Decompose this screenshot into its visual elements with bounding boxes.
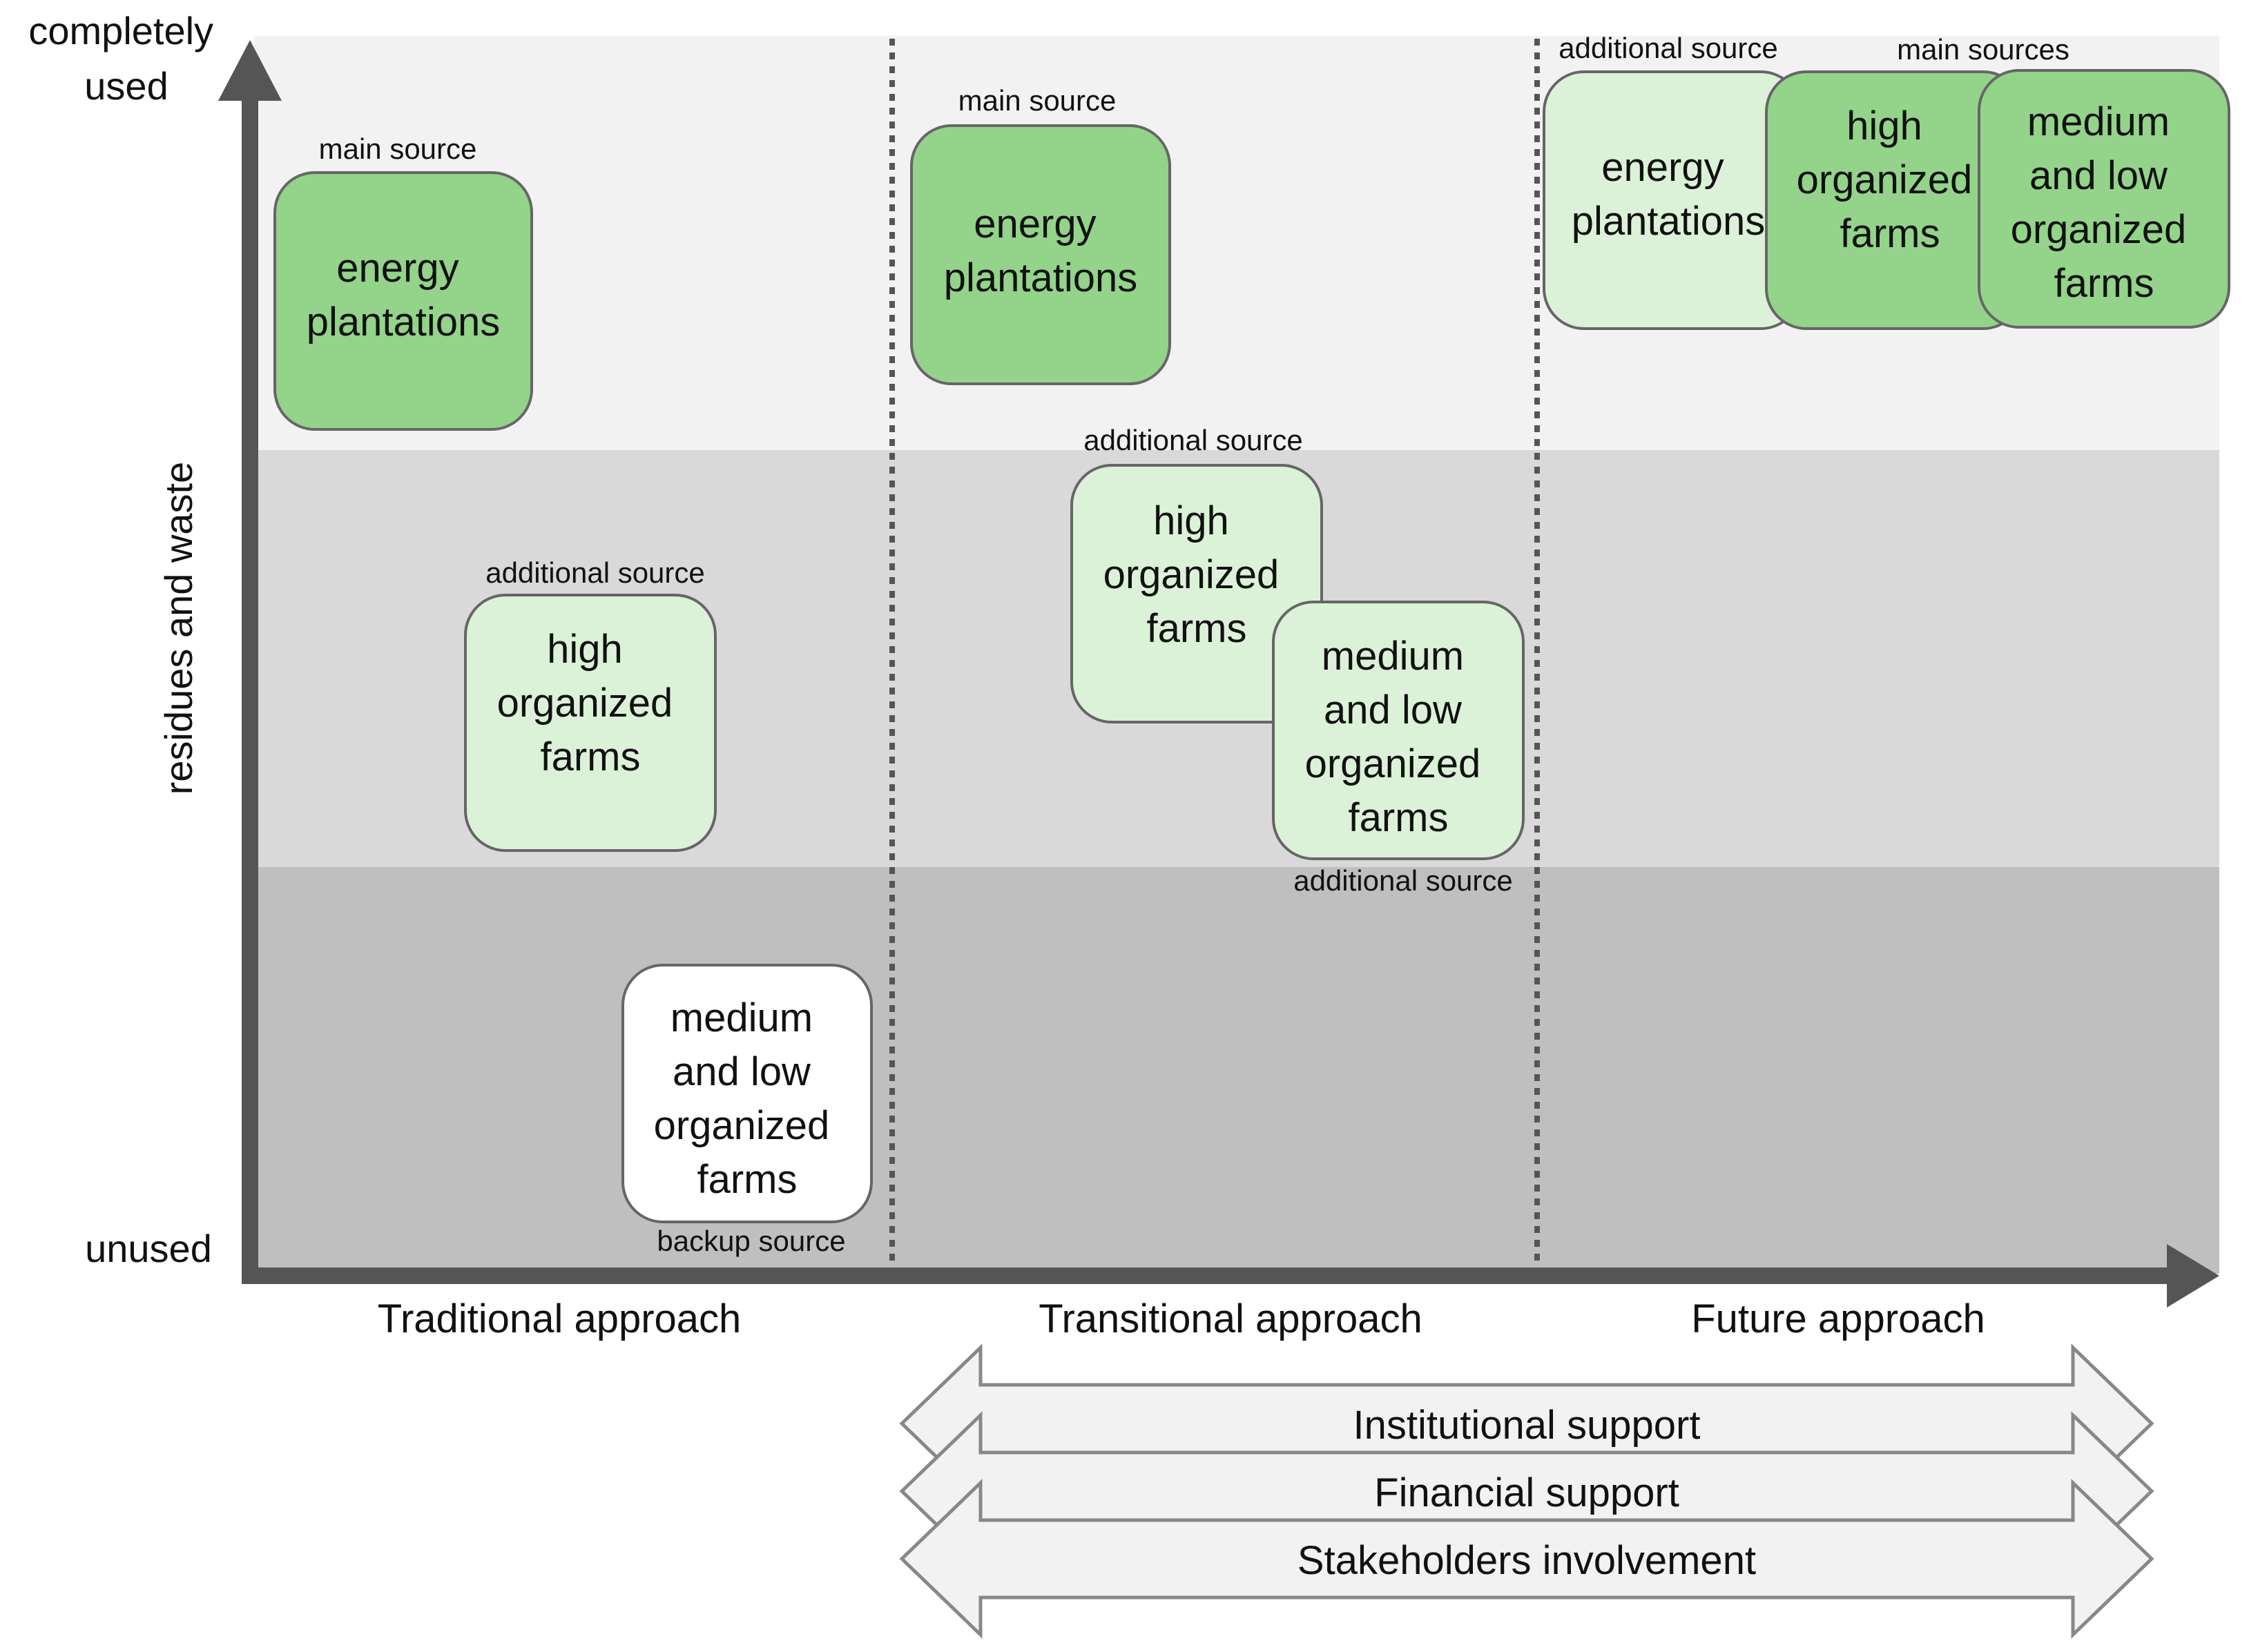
band-unused bbox=[254, 867, 2219, 1274]
future-main-sources-label: main sources bbox=[1897, 33, 2069, 66]
institutional-support-label: Institutional support bbox=[1353, 1403, 1701, 1448]
trad-medium-low-text: medium and low organized farms bbox=[654, 995, 841, 1202]
trad-high-source-label: additional source bbox=[485, 556, 705, 589]
trad-medium-low-box bbox=[621, 964, 873, 1223]
trans-energy-plantations-box bbox=[910, 124, 1171, 385]
trans-medium-low-text: medium and low organized farms bbox=[1305, 634, 1492, 840]
y-axis-arrow-head bbox=[218, 40, 282, 101]
x-axis-arrow-head bbox=[2167, 1244, 2219, 1308]
trans-energy-source-label: main source bbox=[958, 84, 1117, 117]
y-axis-bottom-label: unused bbox=[85, 1227, 212, 1270]
future-medium-low-box bbox=[1978, 69, 2230, 329]
x-axis-line bbox=[242, 1267, 2172, 1284]
future-medium-low-text: medium and low organized farms bbox=[2011, 99, 2198, 306]
trans-energy-plantations-text: energy plantations bbox=[944, 202, 1138, 300]
trad-energy-plantations-text: energy plantations bbox=[307, 246, 501, 344]
trans-medium-low-box bbox=[1272, 601, 1525, 860]
future-energy-plantations-text: energy plantations bbox=[1572, 145, 1766, 244]
y-axis-top-label: completely used bbox=[28, 9, 224, 108]
future-energy-source-label: additional source bbox=[1559, 32, 1778, 64]
financial-support-label: Financial support bbox=[1374, 1470, 1679, 1515]
trad-medium-source-label: backup source bbox=[657, 1225, 845, 1257]
y-axis-line bbox=[242, 90, 258, 1284]
approach-label-traditional: Traditional approach bbox=[378, 1296, 742, 1341]
trans-high-source-label: additional source bbox=[1083, 424, 1303, 456]
trans-high-organized-text: high organized farms bbox=[1103, 498, 1291, 651]
trans-medium-source-label: additional source bbox=[1293, 864, 1513, 897]
approach-label-transitional: Transitional approach bbox=[1039, 1296, 1422, 1341]
trad-energy-plantations-box bbox=[273, 171, 533, 431]
stakeholders-involvement-label: Stakeholders involvement bbox=[1297, 1538, 1756, 1583]
y-axis-title: residues and waste bbox=[157, 462, 200, 795]
stakeholders-involvement-arrow bbox=[899, 1479, 2154, 1639]
trans-high-organized-box bbox=[1070, 464, 1323, 723]
trad-energy-source-label: main source bbox=[319, 133, 477, 165]
approach-label-future: Future approach bbox=[1691, 1296, 1985, 1341]
trad-high-organized-text: high organized farms bbox=[497, 627, 684, 779]
trad-high-organized-box bbox=[464, 594, 717, 852]
future-high-organized-text: high organized farms bbox=[1797, 104, 1984, 256]
